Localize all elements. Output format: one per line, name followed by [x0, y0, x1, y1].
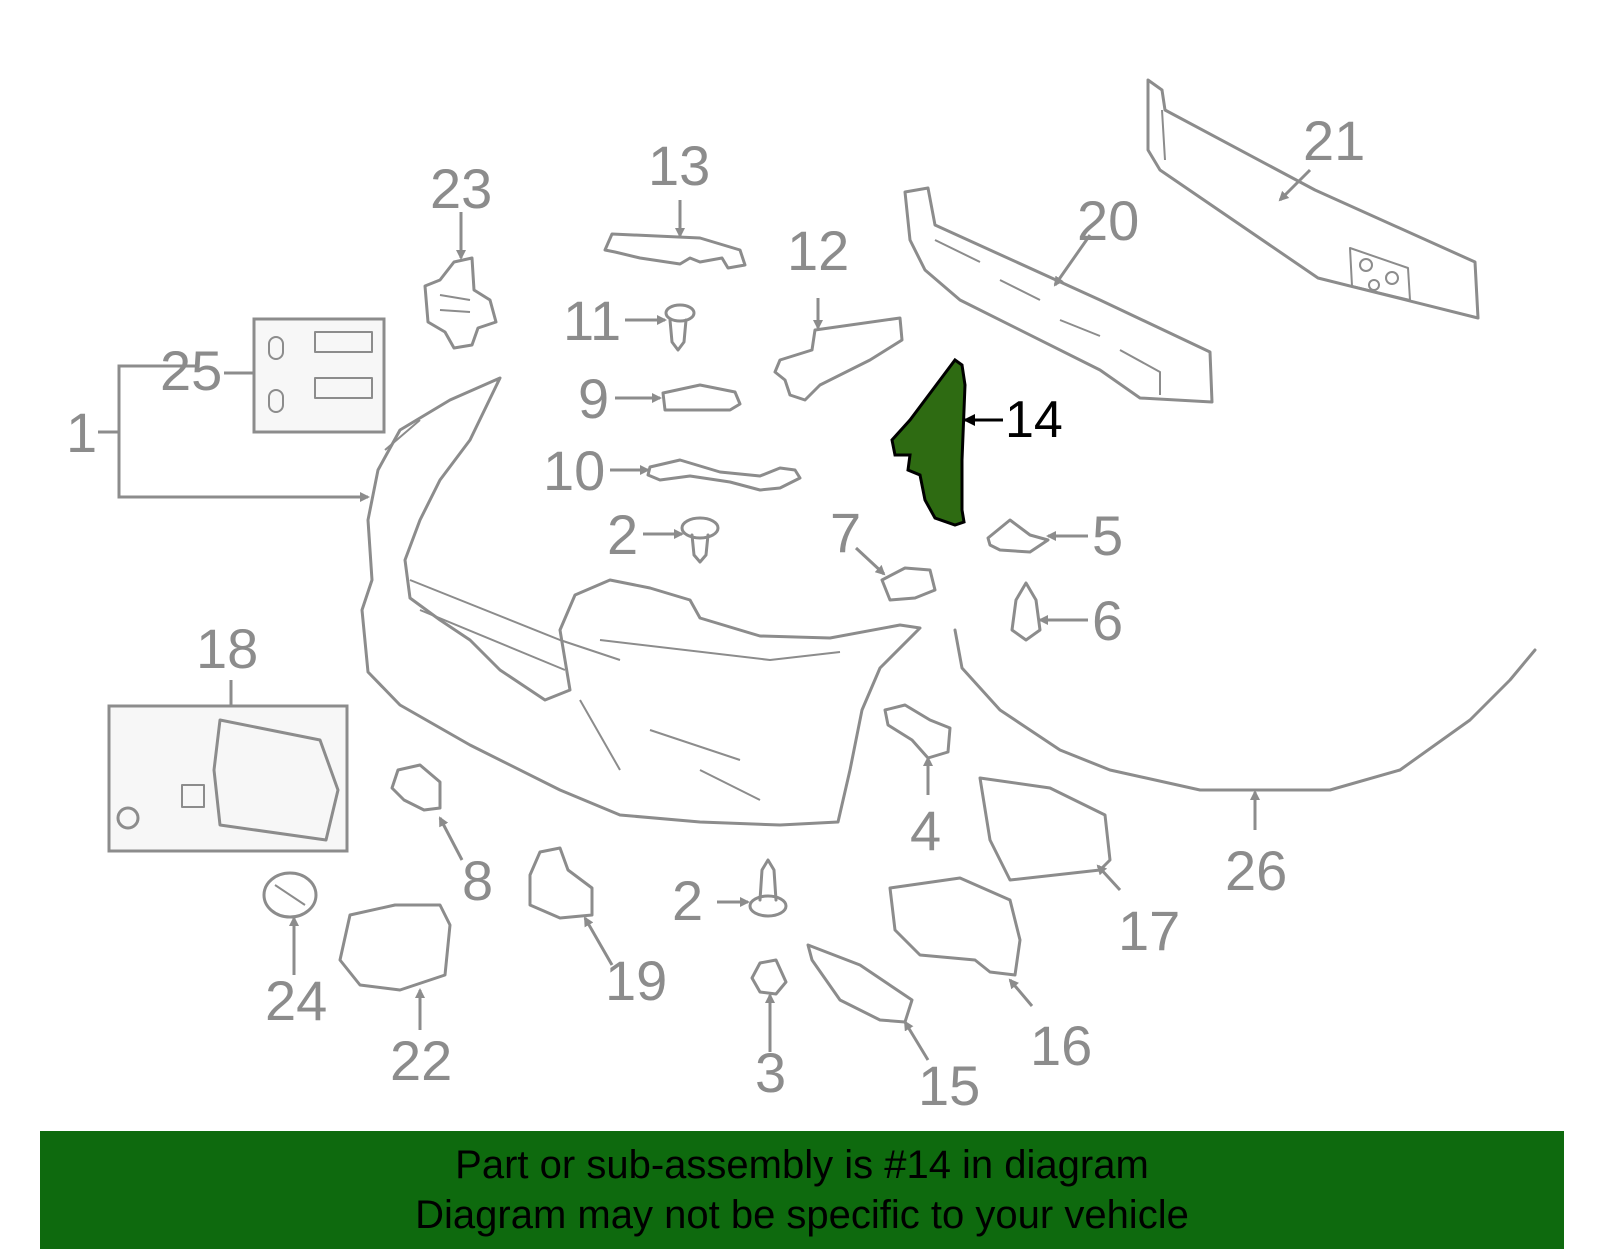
part-17-cover: [978, 776, 1112, 882]
callout-9: 9: [578, 367, 609, 430]
part-20-absorber: [903, 186, 1214, 404]
part-7-bolt: [880, 566, 937, 602]
part-1-bumper-cover: [360, 376, 922, 827]
part-14-highlighted: [890, 357, 967, 527]
callout-23: 23: [430, 157, 492, 220]
part-2-clip-upper: [680, 516, 720, 564]
callout-2a: 2: [607, 503, 638, 566]
part-5-clip: [986, 518, 1050, 554]
part-3-nut: [750, 958, 788, 996]
callout-8: 8: [462, 849, 493, 912]
banner-line-1: Part or sub-assembly is #14 in diagram: [455, 1143, 1149, 1187]
callout-19: 19: [605, 949, 667, 1012]
callout-3: 3: [755, 1041, 786, 1104]
callout-10: 10: [543, 439, 605, 502]
callout-25: 25: [160, 339, 222, 402]
part-15-cover: [806, 943, 914, 1024]
part-2-clip-lower: [748, 858, 788, 918]
callout-12: 12: [787, 219, 849, 282]
part-19-sensor: [528, 846, 594, 920]
part-26-wire: [953, 628, 1537, 792]
callout-4: 4: [910, 799, 941, 862]
callout-16: 16: [1030, 1014, 1092, 1077]
part-24-holder: [262, 871, 318, 919]
part-18-box: [107, 704, 349, 853]
callout-26: 26: [1225, 839, 1287, 902]
part-8-cover: [390, 763, 442, 812]
part-16-bracket: [888, 876, 1022, 977]
callout-22: 22: [390, 1029, 452, 1092]
part-11-clip: [664, 303, 696, 352]
part-10-bracket: [646, 458, 802, 492]
callout-21: 21: [1303, 109, 1365, 172]
part-4-grommet: [883, 703, 952, 760]
callout-11: 11: [563, 289, 621, 352]
callout-18: 18: [196, 617, 258, 680]
part-25-box: [252, 317, 386, 434]
callout-17: 17: [1118, 899, 1180, 962]
part-9-retainer: [661, 383, 742, 412]
callout-1: 1: [66, 401, 97, 464]
callout-5: 5: [1092, 504, 1123, 567]
callout-15: 15: [918, 1054, 980, 1117]
callout-13: 13: [648, 134, 710, 197]
part-21-reinforcement: [1146, 78, 1480, 320]
callout-7: 7: [830, 501, 861, 564]
part-6-bolt: [1010, 581, 1042, 642]
callout-24: 24: [265, 969, 327, 1032]
info-banner: Part or sub-assembly is #14 in diagram D…: [40, 1131, 1564, 1249]
callout-14: 14: [1005, 391, 1063, 449]
part-23-sensor: [423, 256, 498, 350]
part-13-bracket: [603, 232, 747, 270]
callout-20: 20: [1077, 189, 1139, 252]
callout-6: 6: [1092, 589, 1123, 652]
callout-labels: 1 2 2 3 4 5 6 7 8 9 10 11 12 13 14 15 16…: [66, 109, 1365, 1117]
banner-line-2: Diagram may not be specific to your vehi…: [415, 1193, 1189, 1237]
leader-lines: [98, 168, 1312, 1061]
part-12-bracket: [773, 316, 904, 402]
part-22-sensor: [338, 903, 452, 992]
callout-2b: 2: [672, 869, 703, 932]
